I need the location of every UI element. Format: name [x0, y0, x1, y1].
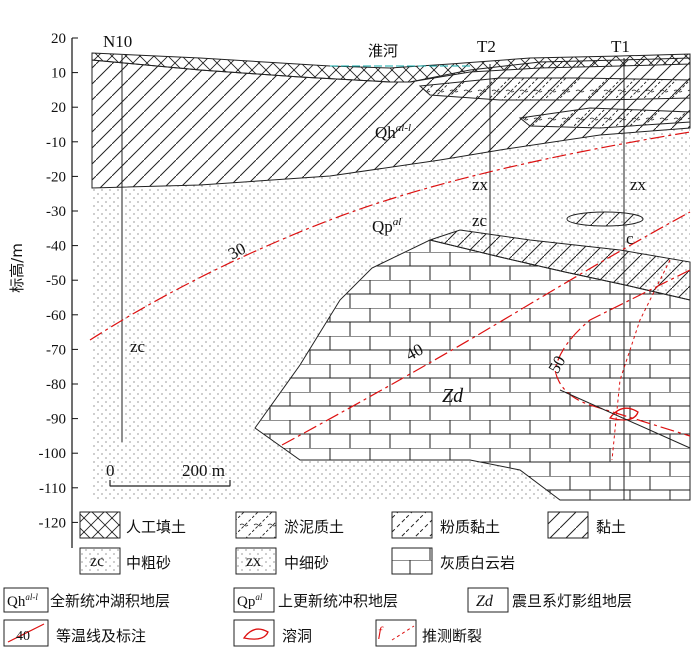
- legend-cave: 溶洞: [282, 627, 312, 645]
- c-label-t1: c: [626, 229, 634, 248]
- legend-silt-mud: 淤泥质土: [284, 518, 344, 536]
- isotherm-30-label: 30: [225, 239, 249, 264]
- clay-lens-lower: [428, 229, 691, 301]
- svg-text:zx: zx: [246, 553, 261, 570]
- legend-iso-code: 40: [16, 629, 30, 644]
- zc-label-n10: zc: [130, 337, 146, 356]
- y-tick-label: 20: [51, 31, 66, 47]
- y-tick-label: -60: [46, 308, 66, 324]
- legend-fill: 人工填土: [126, 518, 186, 536]
- y-tick-label: -110: [39, 481, 66, 497]
- qh-unit-label: Qhal-l: [375, 122, 411, 142]
- well-t2-label: T2: [477, 37, 496, 56]
- artificial-fill-layer: [91, 52, 691, 83]
- isotherm-30: [89, 131, 691, 341]
- zd-unit-label: Zd: [442, 385, 464, 407]
- y-tick-label: -30: [46, 204, 66, 220]
- legend-clay: 黏土: [596, 518, 626, 536]
- legend-fault: 推测断裂: [422, 627, 482, 645]
- isotherm-50: [554, 269, 691, 437]
- isotherm-40-label: 40: [402, 340, 426, 365]
- y-axis-label: 标高/m: [8, 243, 26, 293]
- legend-zd-code: Zd: [476, 593, 494, 610]
- scale-bar: 0 200 m: [106, 461, 231, 487]
- qp-unit-label: Qpal: [372, 216, 401, 236]
- legend-qh-code: Qhal-l: [7, 592, 38, 610]
- zx-label-t1: zx: [630, 175, 647, 194]
- zc-label-t2: zc: [472, 211, 488, 230]
- inferred-fault: [611, 259, 671, 461]
- legend-qp: 上更新统冲积地层: [278, 592, 398, 610]
- y-tick-label: -70: [46, 342, 66, 358]
- legend: 人工填土 淤泥质土 粉质黏土 黏土 zc 中粗砂 zx 中细砂 灰质白云岩 Qh…: [3, 511, 632, 647]
- y-tick-label: 20: [51, 100, 66, 116]
- y-tick-label: -10: [46, 135, 66, 151]
- y-tick-label: -20: [46, 169, 66, 185]
- legend-silty-clay: 粉质黏土: [440, 518, 500, 536]
- y-tick-label: -90: [46, 412, 66, 428]
- svg-text:0: 0: [106, 461, 115, 480]
- legend-qh: 全新统冲湖积地层: [50, 592, 170, 610]
- well-t1-label: T1: [611, 37, 630, 56]
- y-tick-label: -80: [46, 377, 66, 393]
- y-axis: 20 10 20 -10 -20 -30 -40 -50 -60 -70 -80 -90 -100 -11…: [8, 31, 78, 548]
- legend-dolomite: 灰质白云岩: [440, 554, 515, 572]
- y-tick-label: -100: [39, 446, 67, 462]
- legend-zx: 中细砂: [284, 554, 329, 572]
- y-tick-label: -40: [46, 239, 66, 255]
- fault-line: [559, 389, 691, 449]
- y-tick-label: -120: [39, 515, 67, 531]
- isotherm-40: [281, 211, 691, 446]
- y-tick-label: 10: [51, 66, 66, 82]
- svg-text:200 m: 200 m: [182, 461, 225, 480]
- legend-isotherm: 等温线及标注: [56, 627, 146, 645]
- section-body: N10 T2 T1 淮河 Qhal-l Qpal Zd zx zx zc zc …: [89, 32, 691, 501]
- legend-qp-code: Qpal: [237, 592, 263, 610]
- legend-fault-code: f: [378, 625, 384, 640]
- silt-mud-lens-1: [418, 77, 691, 101]
- zx-label-t2: zx: [472, 175, 489, 194]
- legend-zd: 震旦系灯影组地层: [512, 592, 632, 610]
- well-n10-label: N10: [103, 32, 132, 51]
- silt-mud-lens-2: [518, 107, 691, 129]
- svg-text:zc: zc: [90, 553, 104, 570]
- y-tick-label: -50: [46, 273, 66, 289]
- legend-zc: 中粗砂: [126, 554, 171, 572]
- karst-cave: [608, 407, 639, 421]
- river-label: 淮河: [368, 42, 398, 60]
- clay-lens-small: [566, 211, 644, 227]
